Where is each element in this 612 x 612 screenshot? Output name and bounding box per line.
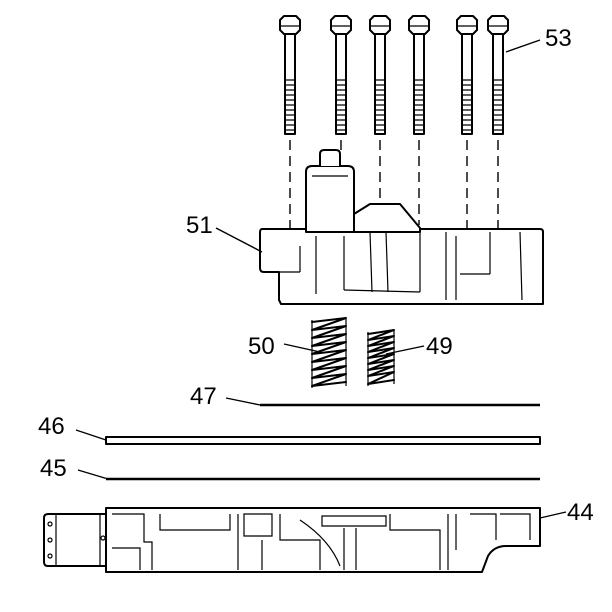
bolt-3 — [369, 15, 391, 228]
spring-50 — [311, 317, 347, 388]
leader-45 — [77, 469, 109, 480]
spacer-plate-46 — [105, 436, 541, 445]
leader-49 — [385, 345, 425, 355]
valve-body-44 — [43, 507, 541, 573]
callout-45: 45 — [40, 455, 67, 482]
bolt-2 — [330, 15, 352, 152]
callout-47: 47 — [190, 383, 217, 410]
leader-51 — [215, 227, 263, 253]
bolt-6 — [487, 15, 509, 228]
callout-50: 50 — [248, 333, 275, 360]
leader-44 — [539, 511, 567, 519]
spring-49 — [367, 329, 395, 386]
leader-46 — [75, 429, 107, 441]
leader-50 — [283, 343, 321, 353]
cover-51 — [259, 149, 544, 305]
bolt-1 — [279, 15, 301, 228]
bolts-group — [279, 15, 509, 228]
bolt-5 — [456, 15, 478, 228]
callout-51: 51 — [186, 212, 213, 239]
leader-53 — [505, 39, 541, 53]
bolt-4 — [408, 15, 430, 225]
callout-44: 44 — [567, 499, 594, 526]
callout-49: 49 — [426, 333, 453, 360]
callout-53: 53 — [545, 25, 572, 52]
leader-47 — [225, 397, 261, 406]
callout-46: 46 — [38, 413, 65, 440]
